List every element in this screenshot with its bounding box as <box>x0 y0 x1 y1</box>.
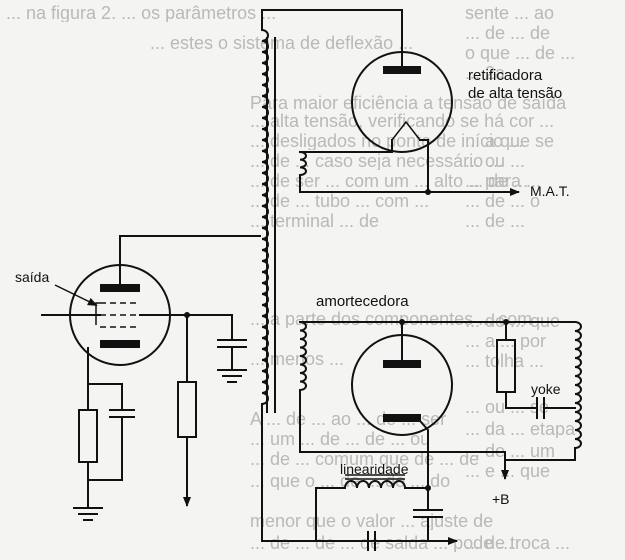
output-anode-plate <box>100 284 140 292</box>
junction-dot <box>425 189 431 195</box>
background-text-line: ... ou ... <box>465 152 526 170</box>
wire-damper-cathode <box>419 420 429 489</box>
wire-capacitor-to-ground <box>87 416 123 481</box>
background-text-line: ... de ... caso seja necessário ... <box>250 152 504 170</box>
wire-coil-bottom-output <box>261 403 458 545</box>
background-text-line: ... na figura 2. ... os parâmetros ... <box>6 4 277 22</box>
background-text-line: ... tolha ... <box>465 352 545 370</box>
ground-symbol <box>73 507 103 521</box>
background-text-line: Para maior eficiência a tensão de saída <box>250 94 567 112</box>
background-text-line: o que ... de ... <box>465 44 576 62</box>
wire-coil-to-rectifier-anode <box>261 9 403 51</box>
label-saida: saída <box>15 269 50 285</box>
background-text-line: ... de troca ... <box>465 534 571 552</box>
label-yoke: yoke <box>531 381 561 397</box>
rectifier-tube <box>351 49 453 153</box>
background-text-line: ... de ... de <box>465 24 551 42</box>
output-cathode-plate <box>100 340 140 348</box>
wire-to-mat-output <box>299 174 520 196</box>
filament-winding <box>298 150 307 177</box>
background-text-line: ... de ... comum que de ... de <box>250 450 480 468</box>
background-text-line: ... de ser ... com um ... alto ... de ..… <box>250 172 529 190</box>
label-amortecedora: amortecedora <box>316 293 409 310</box>
background-text-line: ... a que se <box>465 132 555 150</box>
yoke-resistor <box>496 339 516 393</box>
label-retificadora: retificadora <box>468 67 543 84</box>
background-text-line: ... de ... o <box>465 192 541 210</box>
background-text-line: ... 2a <box>465 64 506 82</box>
background-text-line: sente ... ao <box>465 4 555 22</box>
yoke-winding <box>573 320 582 450</box>
wire-yoke-resistor-bottom <box>505 391 538 409</box>
rectifier-anode-plate <box>383 66 421 74</box>
screen-resistor <box>177 381 197 438</box>
background-text-line: ... da ... etapa <box>465 420 576 438</box>
background-text-line: ... de ... tubo ... com ... <box>250 192 430 210</box>
rectifier-filament <box>391 120 421 141</box>
damper-heater-winding <box>298 320 307 392</box>
background-text-line: ... um ... de ... de ... ou <box>250 430 431 448</box>
background-text-line: ... de ... um <box>465 442 556 460</box>
background-text-line: ... para ... <box>465 172 542 190</box>
damper-anode-plate <box>383 360 421 368</box>
background-text-line: ... de ... <box>465 212 526 230</box>
wire-screen-grid <box>139 314 233 341</box>
ground-symbol <box>217 369 247 383</box>
background-text-line: ... desligados no ponto de início ... <box>250 132 524 150</box>
background-text-line: ... terminal ... de <box>250 212 380 230</box>
wire-filament-top <box>299 139 393 153</box>
linearity-core <box>345 474 405 480</box>
damper-cathode-plate <box>383 414 421 422</box>
background-text-line: ... menos ... <box>250 350 345 368</box>
wire-linearity-left <box>315 487 346 542</box>
label-mat: M.A.T. <box>530 183 570 199</box>
junction-dot <box>399 319 405 325</box>
wire-yoke-bottom <box>504 447 576 461</box>
cathode-resistor <box>78 409 98 463</box>
linearity-coil <box>343 480 407 490</box>
background-text-line: ... a parte dos componentes ... com <box>250 310 533 328</box>
background-text-line: ... estes o sistema de deflexão ... <box>150 34 414 52</box>
wire-cathode-bypass <box>87 383 123 411</box>
label-linearidade: linearidade <box>340 461 409 477</box>
saida-pointer-arrow <box>54 284 98 306</box>
label-alta-tensao: de alta tensão <box>468 85 563 102</box>
background-text-line: ... alta tensão, verificando se há cor .… <box>250 112 555 130</box>
wire-plate-to-transformer <box>119 235 261 266</box>
label-plus-b: +B <box>492 491 510 507</box>
wire-damper-heater-bottom <box>299 389 506 453</box>
wire-cathode-to-mat <box>419 139 429 193</box>
